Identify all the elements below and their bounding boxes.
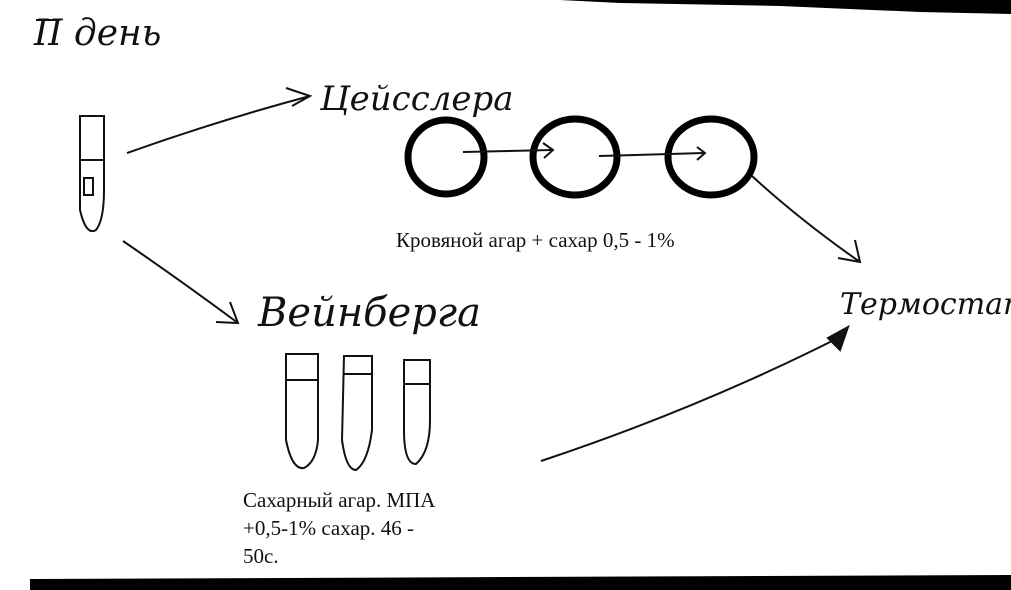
arrow-to-weinberg bbox=[122, 240, 240, 325]
petri-dish-2 bbox=[529, 115, 621, 199]
test-tube-1 bbox=[285, 353, 319, 470]
test-tube-2 bbox=[340, 355, 373, 472]
petri-dishes bbox=[404, 115, 758, 199]
sugar-agar-line-2: +0,5-1% сахар. 46 - bbox=[243, 516, 415, 540]
sugar-agar-line-3: 50с. bbox=[243, 544, 279, 568]
zeissler-label: Цейсслера bbox=[319, 79, 514, 119]
streak-arrows bbox=[462, 142, 707, 161]
test-tube-3 bbox=[403, 359, 431, 466]
petri-dish-3 bbox=[664, 115, 758, 199]
top-frame-edge bbox=[560, 0, 1011, 14]
bottom-frame-edge bbox=[30, 575, 1011, 590]
thermostat-label: Термостат bbox=[840, 287, 1011, 322]
weinberg-test-tubes bbox=[285, 353, 431, 472]
arrow-dishes-to-thermostat bbox=[751, 175, 862, 264]
blood-agar-caption: Кровяной агар + сахар 0,5 - 1% bbox=[396, 228, 675, 252]
sugar-agar-line-1: Сахарный агар. МПА bbox=[243, 488, 436, 512]
arrow-tubes-to-thermostat bbox=[540, 335, 843, 462]
sugar-agar-caption: Сахарный агар. МПА +0,5-1% сахар. 46 - 5… bbox=[243, 486, 528, 570]
petri-dish-1 bbox=[404, 116, 488, 198]
arrowhead-thermostat bbox=[826, 324, 850, 352]
arrow-to-zeissler bbox=[126, 87, 313, 154]
weinberg-label: Вейнберга bbox=[257, 290, 481, 336]
source-test-tube bbox=[79, 115, 105, 232]
